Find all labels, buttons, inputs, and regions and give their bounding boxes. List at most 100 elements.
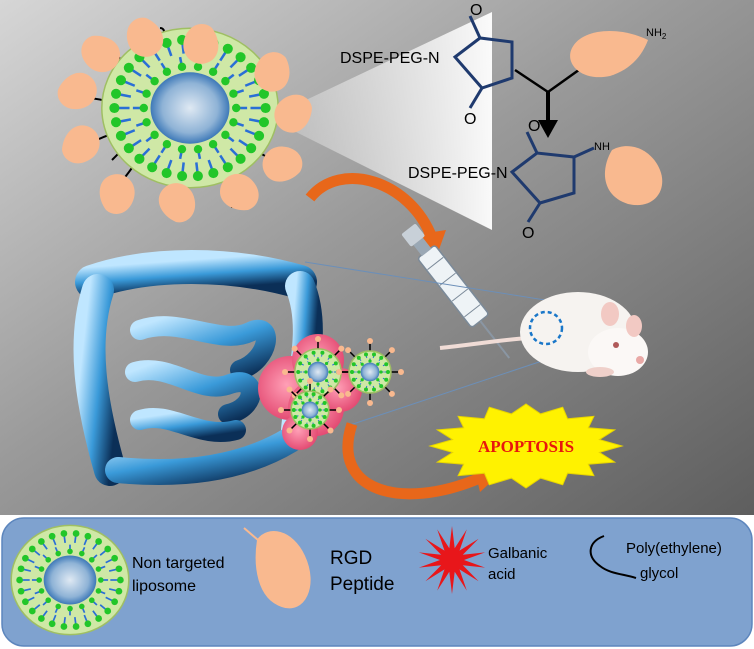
lipid-head <box>28 545 36 553</box>
lipid-head <box>134 153 145 164</box>
rgd-peptide <box>126 17 164 57</box>
lipid-head <box>298 378 303 383</box>
lipid-head <box>17 587 25 595</box>
rgd-peptide <box>327 427 334 434</box>
lipid-head <box>115 587 123 595</box>
lipid-head <box>142 89 151 98</box>
lipid-head <box>17 565 25 573</box>
lipid-head <box>235 153 246 164</box>
rgd-peptide <box>307 436 313 442</box>
legend-peptide-line1: RGD <box>330 548 372 569</box>
lipid-head <box>115 75 126 86</box>
lipid-head <box>320 389 325 394</box>
lipid-head <box>45 556 52 563</box>
lipid-head <box>315 401 319 405</box>
lipid-head <box>307 361 312 366</box>
rgd-peptide <box>57 72 97 110</box>
lipid-head <box>258 88 269 99</box>
product-label: DSPE-PEG-N <box>408 165 508 182</box>
lipid-head <box>48 532 56 540</box>
lipid-head <box>291 408 296 412</box>
delivery-arrow-top-head <box>420 230 446 258</box>
rgd-peptide <box>254 52 290 92</box>
lipid-head <box>297 395 302 400</box>
lipid-head <box>318 395 323 400</box>
lipid-head <box>324 378 329 383</box>
lipid-head <box>38 566 45 572</box>
lipid-head <box>67 605 73 612</box>
rgd-peptide <box>158 183 196 223</box>
mouse <box>439 292 648 377</box>
lipid-head <box>328 370 332 374</box>
lipid-head <box>88 556 95 563</box>
rgd-peptide <box>388 390 395 397</box>
lipid-head <box>311 423 316 428</box>
lipid-head <box>123 143 134 154</box>
projection-line-2 <box>349 359 546 426</box>
lipid-head <box>78 550 85 557</box>
lipid-head <box>95 615 102 622</box>
lipid-head <box>235 52 246 63</box>
lipid-head <box>123 62 134 73</box>
lipid-head <box>363 352 368 357</box>
injection-site-marker <box>528 310 564 346</box>
rgd-peptide <box>398 369 404 375</box>
lipid-head <box>36 577 42 583</box>
lipid-head <box>177 170 188 182</box>
lipid-head <box>28 607 36 615</box>
lipid-head <box>60 623 68 630</box>
lipid-head <box>84 532 92 540</box>
lipid-head <box>350 370 354 374</box>
lipid-head <box>315 415 319 419</box>
lipid-head <box>111 554 118 562</box>
rgd-peptide <box>262 146 303 182</box>
lipid-head <box>95 588 102 594</box>
lipid-head <box>356 355 361 360</box>
product-nh-bond <box>573 146 595 159</box>
legend-liposome-line1: Non targeted <box>132 555 225 572</box>
lipid-head <box>72 623 80 630</box>
lipid-head <box>193 144 203 154</box>
legend-panel <box>1 517 753 647</box>
lipid-head <box>142 118 151 127</box>
reaction-arrow-left <box>514 68 549 94</box>
lipid-head <box>293 400 298 405</box>
legend-peg-icon <box>589 535 637 579</box>
lipid-head <box>104 607 112 615</box>
lipid-head <box>192 170 203 182</box>
rgd-peptide <box>286 427 293 434</box>
lipid-head <box>311 350 316 355</box>
lipid-head <box>301 401 305 405</box>
delivery-arrow-bottom <box>342 422 483 500</box>
aqueous-core <box>301 401 319 419</box>
lipid-head <box>95 566 102 572</box>
legend-peptide-line2: Peptide <box>330 574 394 595</box>
aqueous-core <box>360 362 380 382</box>
lipid-head <box>16 576 23 584</box>
legend-galbanic-line1: Galbanic <box>488 545 548 562</box>
rgd-peptide <box>99 174 135 214</box>
lipid-head <box>177 62 187 72</box>
lipid-head <box>150 76 159 86</box>
product-carbonyl-o1: O <box>528 118 540 135</box>
lipid-head <box>95 538 102 545</box>
product-carbonyl-bottom <box>526 202 542 223</box>
lipid-head <box>360 362 364 366</box>
lipid-head <box>222 162 233 173</box>
lipid-head <box>232 103 241 113</box>
lipid-head <box>298 361 303 366</box>
legend-peptide-icon <box>243 527 311 609</box>
lipid-head <box>208 168 219 179</box>
reactant-carbonyl-o2: O <box>464 111 476 128</box>
reagent-peptide <box>570 30 648 78</box>
lipid-head <box>363 387 368 392</box>
lipid-head <box>304 392 309 397</box>
lipid-head <box>38 538 45 545</box>
reactant-carbonyl-o1: O <box>470 2 482 19</box>
lipid-head <box>308 398 312 402</box>
lipid-head <box>320 350 325 355</box>
lipid-head <box>333 361 338 366</box>
rgd-peptide <box>183 24 219 64</box>
lipid-head <box>368 359 372 363</box>
rgd-peptide <box>307 378 313 384</box>
